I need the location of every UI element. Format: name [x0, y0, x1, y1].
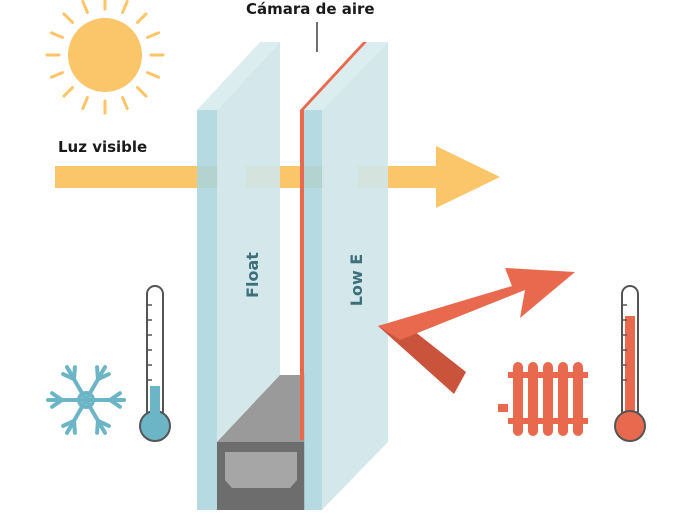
sun-ray [136, 12, 148, 24]
sun-ray [81, 0, 89, 15]
cold-thermometer-icon [139, 285, 171, 442]
sun-ray [145, 31, 161, 39]
visible-light-label: Luz visible [58, 138, 148, 156]
sun-ray [145, 71, 161, 79]
sun-ray [121, 95, 129, 111]
sun-ray [49, 31, 65, 39]
sun-ray [62, 12, 74, 24]
sun-ray [62, 86, 74, 98]
reflected-heat-arrow [378, 268, 575, 394]
hot-thermometer-icon [614, 285, 646, 442]
low-e-coating [300, 42, 367, 440]
float-label: Float [243, 252, 262, 298]
sun-ray [121, 0, 129, 15]
spacer-bar [217, 375, 305, 510]
sun-ray [49, 71, 65, 79]
low-e-label: Low E [347, 254, 366, 306]
radiator-icon [498, 362, 588, 436]
snowflake-icon [46, 365, 126, 435]
low-e-glass-pane [304, 42, 388, 510]
sun-icon [45, 0, 165, 115]
air-chamber-label: Cámara de aire [246, 0, 375, 18]
sun-ray [136, 86, 148, 98]
sun-ray [81, 95, 89, 111]
